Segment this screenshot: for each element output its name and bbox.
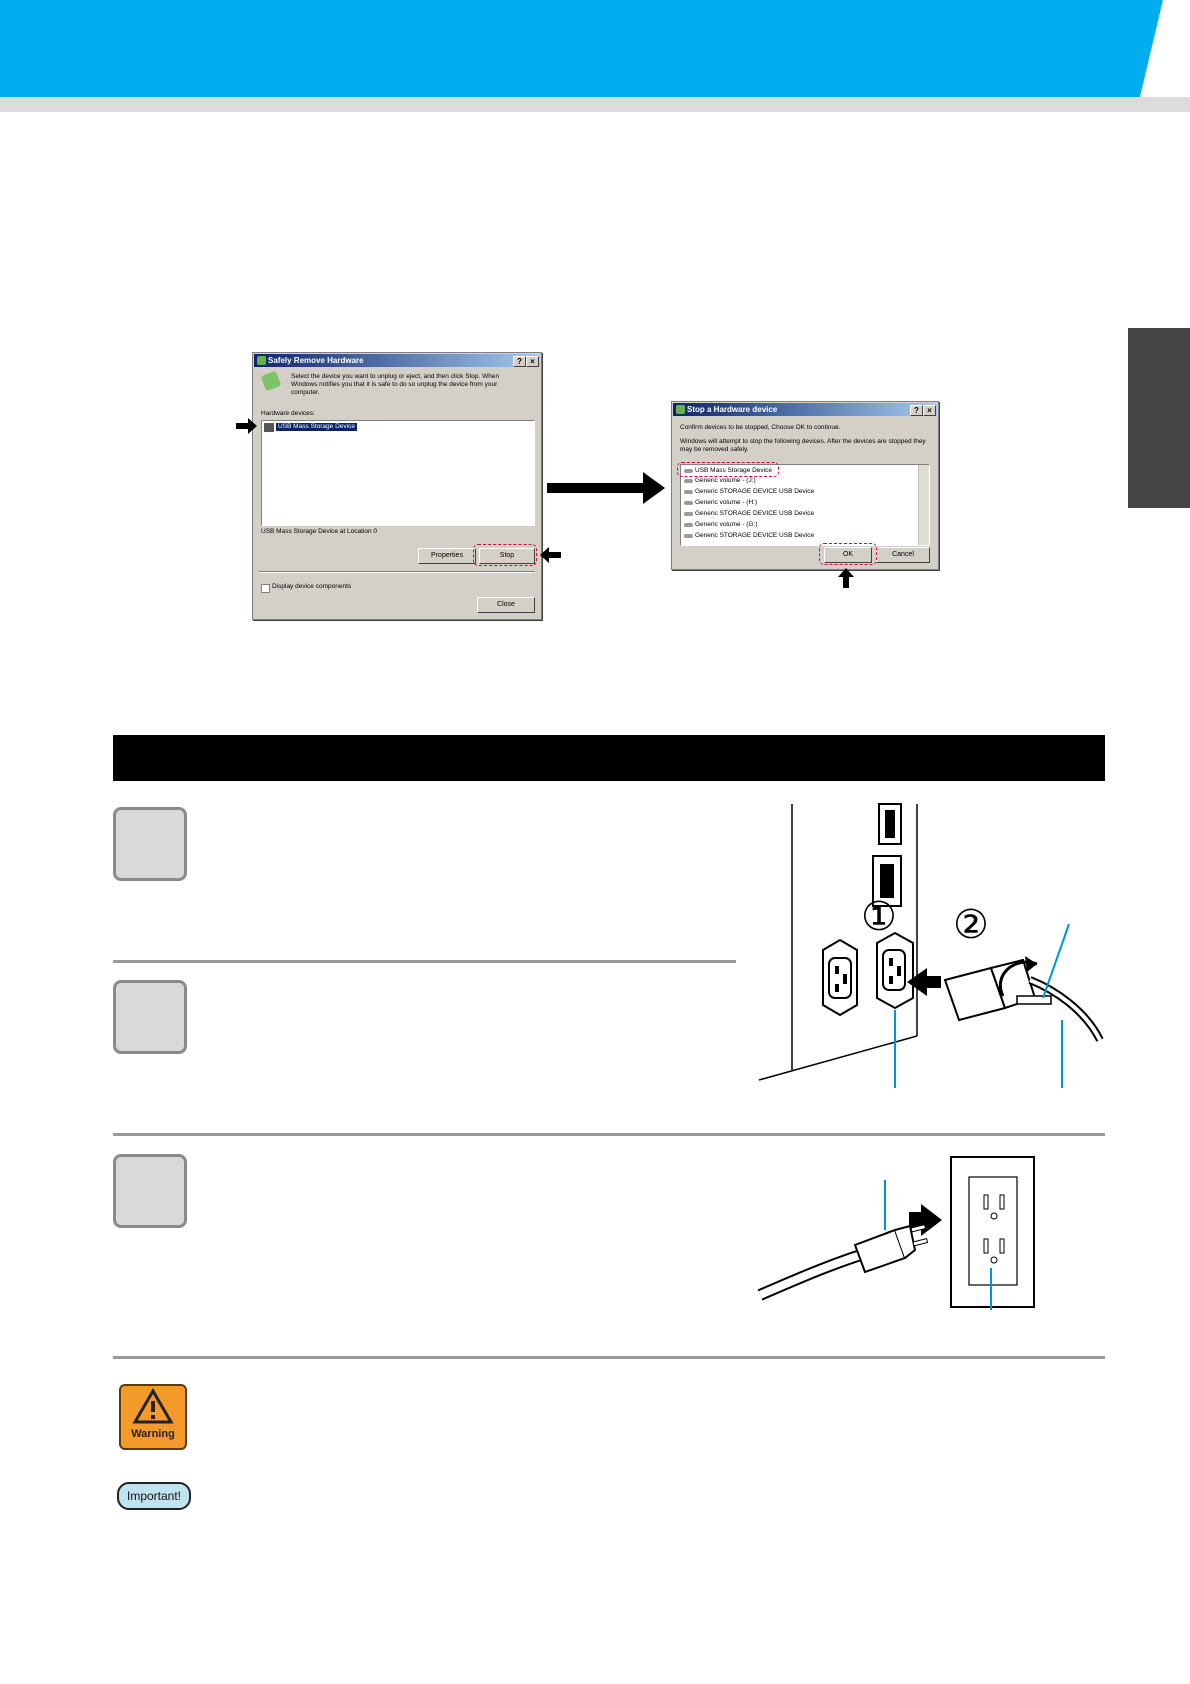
help-button[interactable]: ?	[910, 405, 923, 416]
chapter-side-tab	[1128, 328, 1190, 508]
stop-hardware-device-dialog: Stop a Hardware device ? × Confirm devic…	[671, 401, 939, 570]
close-icon[interactable]: ×	[526, 356, 539, 367]
dialog-title-bar: Stop a Hardware device ? ×	[673, 403, 937, 416]
list-item: Generic volume - (J:)	[681, 475, 929, 486]
list-item: Generic volume - (H:)	[681, 497, 929, 508]
section-header-bar	[113, 735, 1105, 781]
power-inlet-illustration: ① ②	[758, 803, 1104, 1088]
cancel-button[interactable]: Cancel	[876, 547, 930, 563]
properties-button[interactable]: Properties	[418, 548, 476, 564]
confirm-text: Confirm devices to be stopped, Choose OK…	[680, 424, 841, 431]
pointer-arrow-icon	[236, 418, 257, 434]
hardware-devices-list[interactable]: USB Mass Storage Device	[261, 420, 535, 526]
usb-device-icon	[260, 370, 282, 392]
list-item: Generic STORAGE DEVICE USB Device	[681, 486, 929, 497]
step-separator	[113, 1133, 1105, 1136]
devices-to-stop-list[interactable]: USB Mass Storage Device Generic volume -…	[680, 464, 930, 546]
step-separator	[113, 1356, 1105, 1359]
close-icon[interactable]: ×	[923, 405, 936, 416]
warning-icon: Warning	[119, 1384, 187, 1450]
important-icon: Important!	[117, 1482, 191, 1510]
ok-highlight	[819, 543, 877, 565]
help-button[interactable]: ?	[513, 356, 526, 367]
list-scrollbar[interactable]	[918, 465, 929, 545]
hardware-icon	[257, 356, 266, 365]
marker-1: ①	[861, 894, 897, 940]
safely-remove-hardware-dialog: Safely Remove Hardware ? × Select the de…	[252, 352, 542, 620]
stop-highlight	[473, 544, 537, 566]
marker-2: ②	[953, 902, 989, 948]
list-item: Generic volume - (G:)	[681, 519, 929, 530]
list-item: Generic STORAGE DEVICE USB Device	[681, 530, 929, 541]
outlet-plug-illustration	[757, 1156, 1035, 1310]
warning-label: Warning	[131, 1428, 175, 1440]
step-number-box-3	[113, 1154, 187, 1228]
ok-button[interactable]: OK	[824, 547, 872, 563]
list-item: USB Mass Storage Device	[681, 465, 929, 476]
info-text: Windows will attempt to stop the followi…	[680, 438, 926, 453]
next-step-arrow-icon	[547, 472, 665, 504]
page-header-band	[0, 0, 1190, 112]
step-number-box-1	[113, 807, 187, 881]
dialog-title: Stop a Hardware device	[687, 405, 778, 414]
instructions-text: Select the device you want to unplug or …	[291, 373, 500, 396]
device-highlight	[677, 462, 779, 477]
hardware-icon	[676, 405, 685, 414]
dialog-title: Safely Remove Hardware	[268, 356, 364, 365]
step-number-box-2	[113, 980, 187, 1054]
stop-button[interactable]: Stop	[479, 548, 535, 564]
divider	[259, 571, 535, 573]
dialog-title-bar: Safely Remove Hardware ? ×	[254, 354, 540, 367]
devices-label: Hardware devices:	[261, 410, 315, 417]
close-button[interactable]: Close	[477, 597, 535, 613]
step-separator	[113, 960, 736, 963]
display-components-label: Display device components	[272, 583, 352, 590]
device-location-text: USB Mass Storage Device at Location 0	[261, 528, 377, 535]
usb-device-icon	[264, 423, 274, 432]
pointer-arrow-icon	[838, 568, 854, 588]
pointer-arrow-icon	[540, 547, 561, 563]
warning-triangle-icon	[132, 1388, 174, 1424]
selected-device-item[interactable]: USB Mass Storage Device	[276, 423, 357, 431]
display-components-checkbox[interactable]	[261, 584, 270, 593]
list-item: Generic STORAGE DEVICE USB Device	[681, 508, 929, 519]
